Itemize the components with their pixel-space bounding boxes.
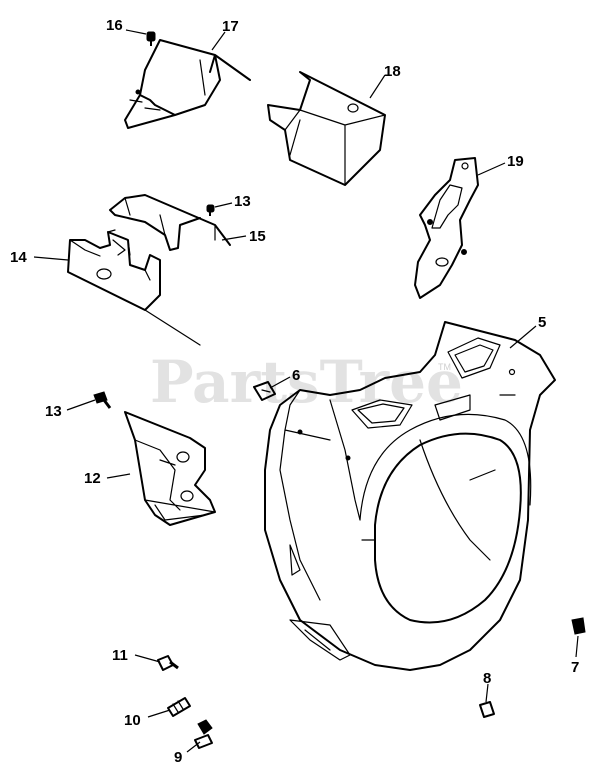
- callout-5: 5: [538, 314, 546, 331]
- callout-13-lower: 13: [45, 403, 62, 420]
- callout-7: 7: [571, 659, 579, 676]
- callout-11: 11: [112, 647, 128, 664]
- watermark-text: PartsTree: [150, 348, 463, 416]
- part-9-nut[interactable]: [194, 719, 213, 749]
- callout-14: 14: [10, 249, 27, 266]
- callout-18: 18: [384, 63, 401, 80]
- part-18-baffle[interactable]: [267, 71, 386, 186]
- callout-12: 12: [84, 470, 101, 487]
- part-19-bracket[interactable]: [414, 157, 479, 299]
- part-13-screw-upper[interactable]: [206, 204, 215, 216]
- part-12-bracket[interactable]: [124, 411, 216, 526]
- part-13-screw-lower[interactable]: [93, 391, 112, 409]
- part-16-screw[interactable]: [146, 31, 156, 46]
- callout-13-upper: 13: [234, 193, 251, 210]
- part-10-stud[interactable]: [167, 697, 191, 717]
- callout-16: 16: [106, 17, 123, 34]
- part-11-screw[interactable]: [157, 655, 179, 671]
- part-5-blower-housing[interactable]: [264, 321, 556, 671]
- callout-6: 6: [292, 367, 300, 384]
- part-7-grommet[interactable]: [571, 617, 586, 635]
- part-17-baffle[interactable]: [124, 39, 251, 129]
- leader-lines: [33, 29, 579, 753]
- part-8-clip[interactable]: [479, 701, 495, 718]
- callout-10: 10: [124, 712, 141, 729]
- callout-15: 15: [249, 228, 266, 245]
- callout-9: 9: [174, 749, 182, 766]
- callout-8: 8: [483, 670, 491, 687]
- part-15-bracket[interactable]: [109, 194, 231, 251]
- watermark-trademark: TM: [438, 362, 451, 372]
- part-14-plate[interactable]: [67, 229, 201, 346]
- part-6-clip[interactable]: [253, 381, 276, 401]
- callout-17: 17: [222, 18, 239, 35]
- callout-19: 19: [507, 153, 524, 170]
